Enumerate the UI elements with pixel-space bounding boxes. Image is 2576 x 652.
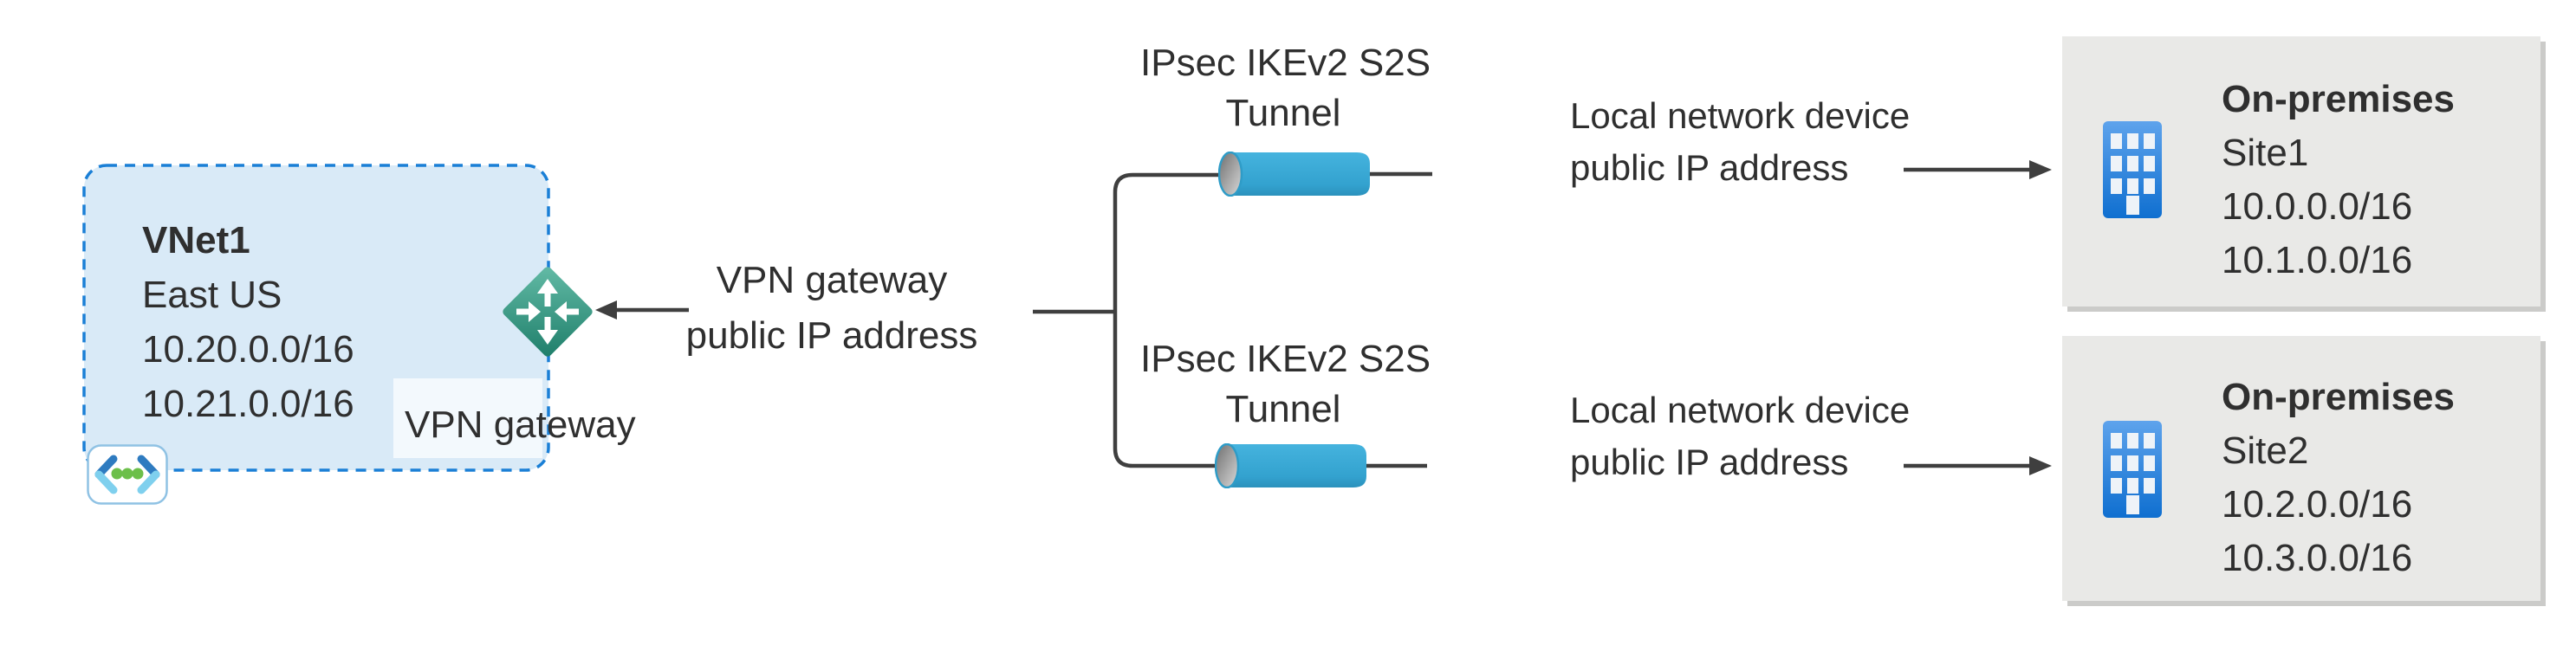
vpn-gateway-icon	[503, 267, 593, 357]
tunnel1-title-line2: Tunnel	[1225, 92, 1341, 134]
device1-label: Local network device public IP address	[1570, 90, 1910, 194]
device1-label-line1: Local network device	[1570, 95, 1911, 136]
vnet-address-space-1: 10.20.0.0/16	[142, 328, 354, 371]
site2-address-space-2: 10.3.0.0/16	[2222, 537, 2413, 579]
site2-title: On-premises	[2222, 376, 2455, 418]
tunnel2-title-line2: Tunnel	[1225, 388, 1341, 430]
site1-info: On-premises Site1 10.0.0.0/16 10.1.0.0/1…	[2222, 73, 2455, 287]
device2-label-line1: Local network device	[1570, 390, 1911, 430]
site1-address-space-1: 10.0.0.0/16	[2222, 185, 2413, 228]
office-building-icon	[2103, 121, 2162, 218]
device2-label: Local network device public IP address	[1570, 384, 1910, 488]
vpn-gateway-public-ip-line1: VPN gateway	[716, 259, 948, 301]
vnet-address-space-2: 10.21.0.0/16	[142, 383, 354, 425]
arrowhead-to-gateway	[595, 300, 617, 320]
office-building-icon	[2103, 421, 2162, 518]
tunnel2-title-line1: IPsec IKEv2 S2S	[1140, 338, 1431, 380]
ipsec-tunnel-pipe-icon	[1218, 152, 1370, 197]
virtual-network-icon	[87, 444, 168, 505]
site2-address-space-1: 10.2.0.0/16	[2222, 483, 2413, 526]
vpn-gateway-label-backdrop	[393, 378, 542, 458]
site1-title: On-premises	[2222, 78, 2455, 120]
arrowhead-to-site2	[2029, 456, 2052, 475]
site1-address-space-2: 10.1.0.0/16	[2222, 239, 2413, 281]
site2-info: On-premises Site2 10.2.0.0/16 10.3.0.0/1…	[2222, 371, 2455, 585]
vnet-name: VNet1	[142, 219, 250, 261]
vpn-gateway-public-ip-line2: public IP address	[685, 314, 978, 357]
site1-name: Site1	[2222, 132, 2309, 174]
site2-name: Site2	[2222, 429, 2309, 472]
vpn-gateway-public-ip-label: VPN gateway public IP address	[657, 253, 1007, 364]
tunnel2-title: IPsec IKEv2 S2S Tunnel	[1140, 334, 1431, 435]
device2-label-line2: public IP address	[1570, 442, 1849, 482]
ipsec-tunnel-pipe-icon	[1215, 443, 1366, 488]
arrowhead-to-site1	[2029, 160, 2052, 179]
device1-label-line2: public IP address	[1570, 147, 1849, 188]
tunnel1-title: IPsec IKEv2 S2S Tunnel	[1140, 38, 1431, 139]
vnet-info: VNet1 East US 10.20.0.0/16 10.21.0.0/16	[142, 213, 354, 431]
vpn-gateway-label: VPN gateway	[405, 403, 636, 446]
tunnel1-title-line1: IPsec IKEv2 S2S	[1140, 42, 1431, 84]
vnet-region: East US	[142, 274, 282, 316]
